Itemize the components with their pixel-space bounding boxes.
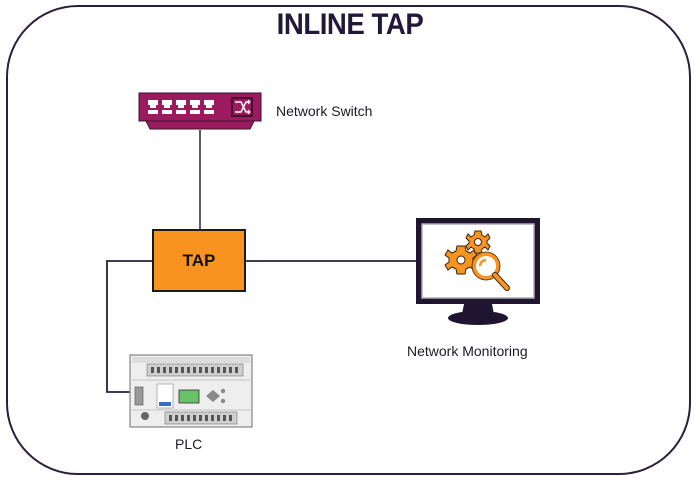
tap-device: TAP: [152, 229, 246, 292]
diagram-frame: [6, 5, 691, 475]
wire-tap-to-plc: [106, 260, 152, 393]
network-switch-icon: [138, 92, 262, 130]
network-switch-label: Network Switch: [276, 103, 373, 119]
diagram-title: INLINE TAP: [276, 8, 424, 41]
tap-label: TAP: [182, 250, 216, 270]
network-monitoring-label: Network Monitoring: [407, 343, 528, 359]
monitor-gears-magnifier-icon: [416, 218, 540, 325]
plc-label: PLC: [175, 436, 203, 452]
plc-controller-icon: [129, 354, 253, 428]
